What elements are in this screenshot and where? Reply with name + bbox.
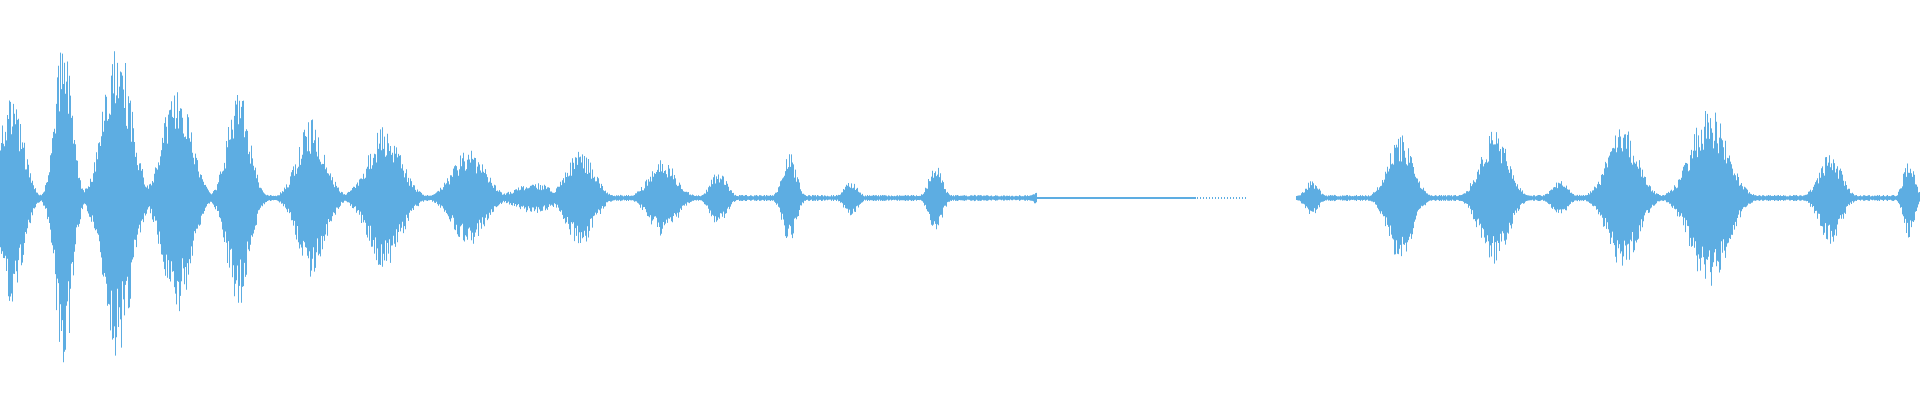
waveform-sparse-tail: [1037, 197, 1246, 199]
waveform-trace: [0, 51, 1920, 363]
waveform-baseline: [1037, 197, 1246, 199]
waveform-samples: [0, 51, 1920, 363]
